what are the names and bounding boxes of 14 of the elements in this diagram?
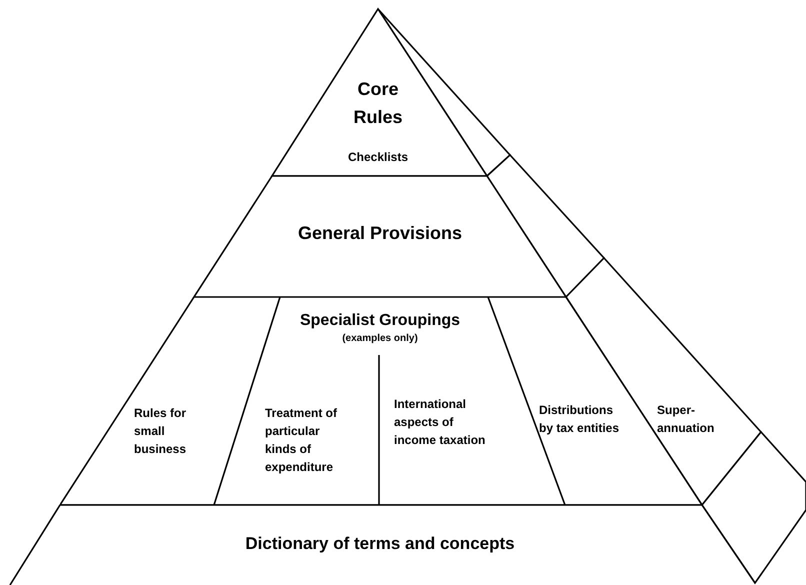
tier-title: Dictionary of terms and concepts — [244, 534, 516, 554]
tier-subtitle: Checklists — [346, 150, 410, 164]
tier-title: Core Rules — [352, 78, 404, 129]
pyramid-tier — [272, 9, 487, 176]
tier-title: Specialist Groupings — [298, 311, 462, 330]
segment-label: Distributions by tax entities — [539, 401, 627, 437]
segment-label: International aspects of income taxation — [394, 395, 494, 449]
segment-label: Treatment of particular kinds of expenditure — [265, 404, 353, 476]
tier-title: General Provisions — [296, 223, 464, 245]
segment-label: Super- annuation — [657, 402, 716, 437]
tier-subtitle: (examples only) — [341, 333, 419, 345]
side-face-segment — [702, 432, 806, 583]
segment-label: Rules for small business — [134, 404, 206, 458]
side-face-segment — [487, 155, 604, 297]
